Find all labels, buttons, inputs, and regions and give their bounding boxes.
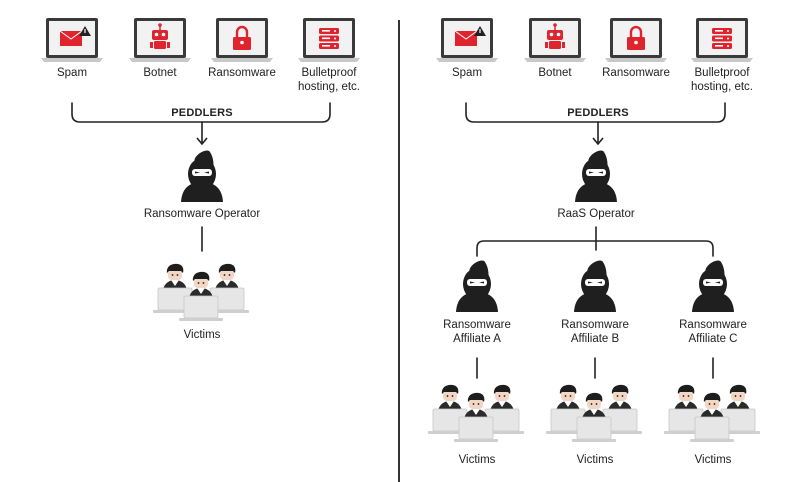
hooded-figure-icon bbox=[692, 260, 734, 312]
affiliate-a-label: Ransomware Affiliate A bbox=[443, 319, 511, 345]
victims-group-icon bbox=[153, 263, 249, 321]
laptop-lock-icon bbox=[605, 18, 667, 62]
victims-label: Victims bbox=[576, 454, 614, 466]
service-label-spam: Spam bbox=[451, 67, 483, 79]
service-label-botnet: Botnet bbox=[538, 67, 572, 79]
service-label-ransomware: Ransomware bbox=[208, 67, 276, 79]
victims-group-icon bbox=[428, 384, 524, 442]
laptop-spam-icon bbox=[436, 18, 498, 62]
victims-label: Victims bbox=[458, 454, 496, 466]
laptop-server-icon bbox=[691, 18, 753, 62]
victims-label: Victims bbox=[183, 329, 221, 341]
laptop-spam-icon bbox=[41, 18, 103, 62]
service-label-hosting: Bulletproof hosting, etc. bbox=[297, 67, 361, 93]
service-label-hosting: Bulletproof hosting, etc. bbox=[690, 67, 754, 93]
laptop-robot-icon bbox=[129, 18, 191, 62]
laptop-server-icon bbox=[298, 18, 360, 62]
service-label-spam: Spam bbox=[56, 67, 88, 79]
laptop-lock-icon bbox=[211, 18, 273, 62]
victims-label: Victims bbox=[694, 454, 732, 466]
hooded-figure-icon bbox=[574, 260, 616, 312]
peddlers-bracket bbox=[465, 102, 726, 146]
service-label-botnet: Botnet bbox=[143, 67, 177, 79]
operator-label: RaaS Operator bbox=[557, 208, 635, 220]
victims-group-icon bbox=[546, 384, 642, 442]
hooded-figure-icon bbox=[456, 260, 498, 312]
service-label-ransomware: Ransomware bbox=[602, 67, 670, 79]
peddlers-bracket bbox=[71, 102, 331, 146]
affiliate-b-label: Ransomware Affiliate B bbox=[561, 319, 629, 345]
affiliate-c-label: Ransomware Affiliate C bbox=[679, 319, 747, 345]
victims-group-icon bbox=[664, 384, 760, 442]
hooded-figure-icon bbox=[181, 150, 223, 202]
peddlers-label: PEDDLERS bbox=[171, 107, 233, 119]
peddlers-label: PEDDLERS bbox=[567, 107, 629, 119]
operator-label: Ransomware Operator bbox=[143, 208, 261, 220]
affiliate-tree-connector bbox=[476, 226, 714, 257]
laptop-robot-icon bbox=[524, 18, 586, 62]
hooded-figure-icon bbox=[575, 150, 617, 202]
panel-divider bbox=[398, 20, 400, 482]
